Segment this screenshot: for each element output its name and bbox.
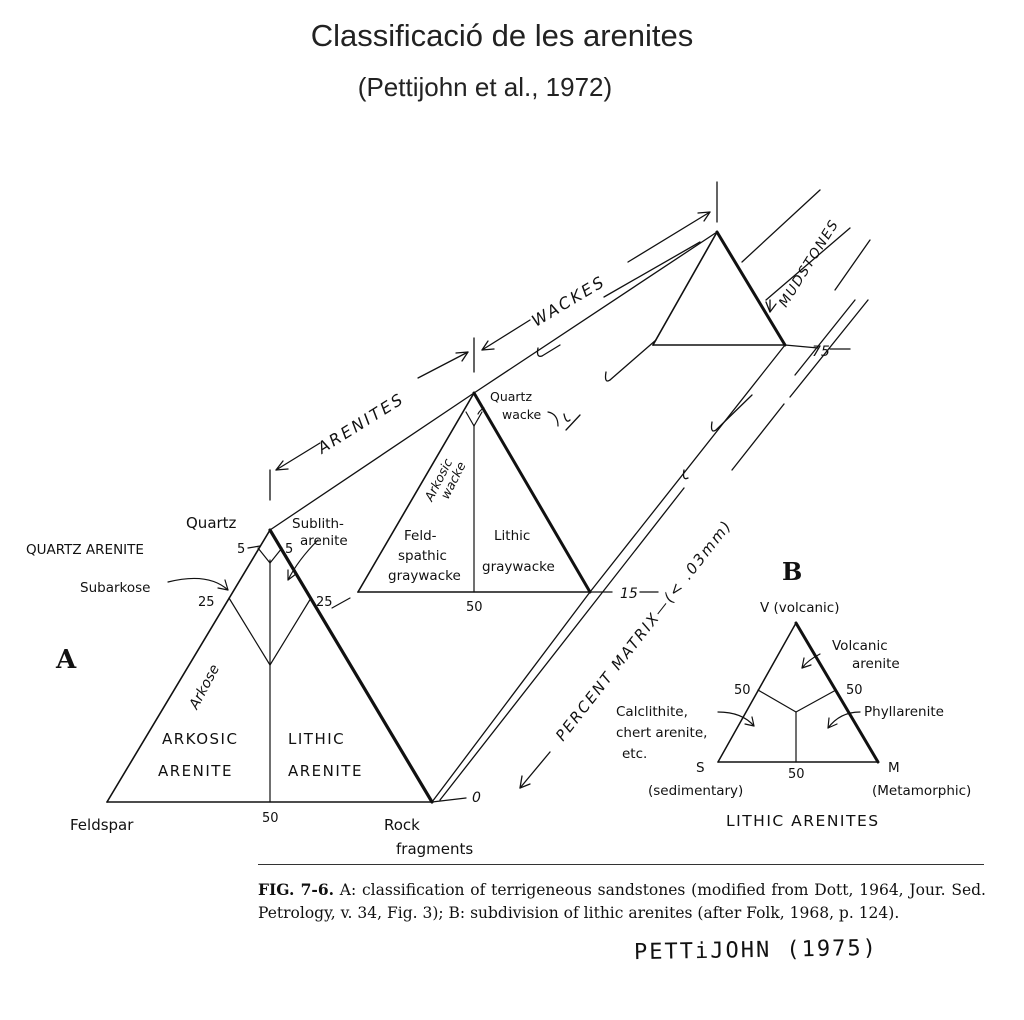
lithic-gw-1: Lithic bbox=[494, 528, 530, 544]
tick-q5-right: 5 bbox=[285, 542, 293, 557]
field-quartz-arenite: QUARTZ ARENITE bbox=[26, 542, 144, 558]
b-50-left: 50 bbox=[734, 683, 751, 698]
lithic-gw-2: graywacke bbox=[482, 559, 555, 575]
field-lithic-1: LITHIC bbox=[288, 730, 345, 748]
wacke-base-50: 50 bbox=[466, 600, 483, 615]
wacke-triangle bbox=[357, 391, 592, 594]
tick-q25-right: 25 bbox=[316, 595, 333, 610]
b-50-base: 50 bbox=[788, 767, 805, 782]
b-right-1: M bbox=[888, 760, 900, 776]
page-subtitle: (Pettijohn et al., 1972) bbox=[357, 72, 613, 102]
b-right-2: (Metamorphic) bbox=[872, 783, 971, 799]
feld-1: Feld- bbox=[404, 528, 437, 544]
b-top: V (volcanic) bbox=[760, 600, 839, 616]
label-b: B bbox=[782, 557, 802, 586]
b-calc-1: Calclithite, bbox=[616, 704, 688, 720]
field-arkose: Arkose bbox=[186, 662, 223, 713]
vertex-feldspar: Feldspar bbox=[70, 816, 134, 834]
field-lithic-2: ARENITE bbox=[288, 762, 363, 780]
caption-divider bbox=[258, 864, 984, 865]
axis-75: 75 bbox=[812, 344, 830, 360]
axis-0: 0 bbox=[472, 790, 481, 806]
classification-diagram: A Quartz Feldspar Rock fragments QUARTZ … bbox=[26, 181, 971, 858]
field-sublith-1: Sublith- bbox=[292, 516, 344, 532]
mudstone-triangle bbox=[652, 230, 787, 347]
axis-15: 15 bbox=[620, 586, 638, 602]
label-a: A bbox=[55, 645, 77, 675]
tick-q5-left: 5 bbox=[237, 542, 245, 557]
b-volcanic-1: Volcanic bbox=[832, 638, 888, 654]
tick-base-50: 50 bbox=[262, 811, 279, 826]
b-volcanic-2: arenite bbox=[852, 656, 900, 672]
quartz-wacke-2: wacke bbox=[502, 407, 542, 422]
b-left-2: (sedimentary) bbox=[648, 783, 743, 799]
b-calc-3: etc. bbox=[622, 746, 647, 762]
field-sublith-2: arenite bbox=[300, 533, 348, 549]
feld-3: graywacke bbox=[388, 568, 461, 584]
lithic-triangle bbox=[717, 621, 880, 764]
figure-caption-text: A: classification of terrigeneous sandst… bbox=[258, 881, 986, 922]
vertex-rock: Rock bbox=[384, 816, 420, 834]
connecting-lines bbox=[269, 231, 786, 803]
label-arrows bbox=[167, 407, 559, 609]
axis-wackes: WACKES bbox=[528, 271, 609, 330]
b-phyllarenite: Phyllarenite bbox=[864, 704, 944, 720]
axis-mudstones: MUDSTONES bbox=[776, 217, 843, 310]
field-arkosic-2: ARENITE bbox=[158, 762, 233, 780]
vertex-quartz: Quartz bbox=[186, 514, 237, 532]
tick-q25-left: 25 bbox=[198, 595, 215, 610]
quartz-wacke-1: Quartz bbox=[490, 389, 532, 404]
page-title: Classificació de les arenites bbox=[310, 18, 694, 53]
vertex-fragments: fragments bbox=[396, 840, 473, 858]
handwritten-signature: PETTiJOHN (1975) bbox=[633, 935, 879, 966]
feld-2: spathic bbox=[398, 548, 447, 564]
figure-number: FIG. 7-6. bbox=[258, 880, 334, 899]
figure-caption: FIG. 7-6. A: classification of terrigene… bbox=[258, 878, 986, 925]
arenites-bracket bbox=[269, 181, 871, 501]
b-50-right: 50 bbox=[846, 683, 863, 698]
matrix-axis bbox=[431, 299, 869, 803]
b-caption: LITHIC ARENITES bbox=[726, 812, 880, 830]
b-calc-2: chert arenite, bbox=[616, 725, 707, 741]
field-subarkose: Subarkose bbox=[80, 580, 150, 596]
b-left-1: S bbox=[696, 760, 705, 776]
field-arkosic-1: ARKOSIC bbox=[162, 730, 238, 748]
arenite-triangle bbox=[106, 528, 434, 804]
